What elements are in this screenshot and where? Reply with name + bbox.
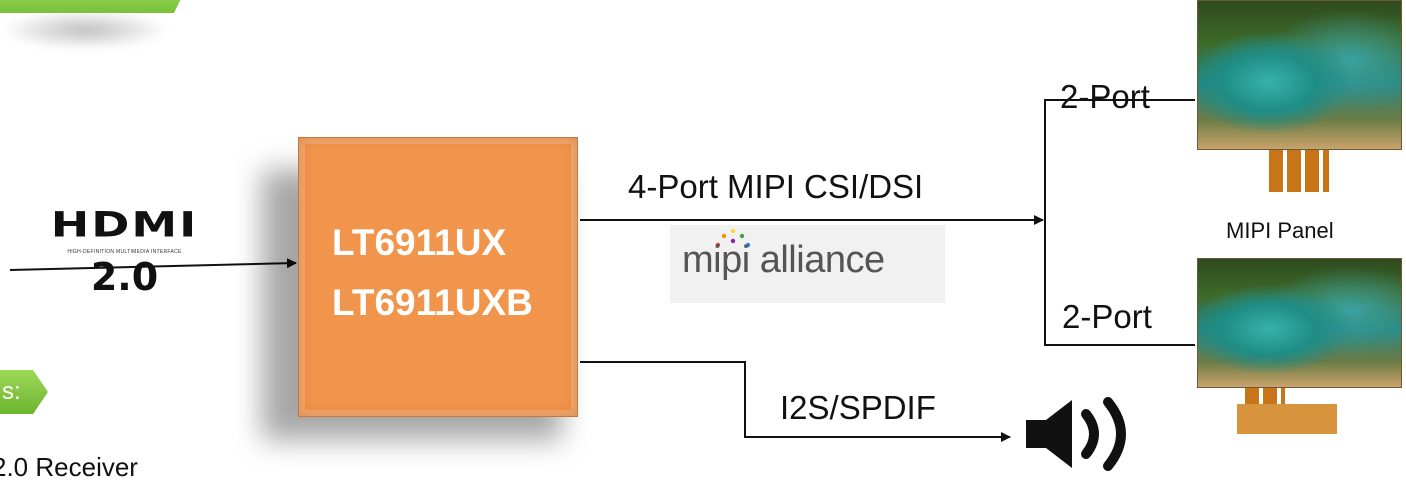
panel-flex-cable xyxy=(1269,150,1329,192)
audio-bus-label: I2S/SPDIF xyxy=(780,389,936,426)
panel-flex-cable xyxy=(1245,388,1285,404)
mipi-panel-top xyxy=(1197,0,1402,200)
audio-output-arrow xyxy=(580,361,1011,442)
panel-screen xyxy=(1197,0,1402,150)
hdmi-logo: HDMI HIGH-DEFINITION MULTIMEDIA INTERFAC… xyxy=(32,205,217,305)
hdmi-logo-word: HDMI xyxy=(50,204,199,245)
mipi-panel-bottom xyxy=(1197,258,1402,474)
hdmi-input-arrow xyxy=(9,258,297,271)
panel-connector-board xyxy=(1237,404,1337,434)
panel-split-lines xyxy=(1044,99,1195,346)
mipi-alliance-logo: mipi alliance xyxy=(670,225,945,303)
panel-caption: MIPI Panel xyxy=(1226,218,1334,243)
top-port-label: 2-Port xyxy=(1060,78,1150,115)
panel-screen xyxy=(1197,258,1402,388)
mipi-dots-icon xyxy=(715,228,751,248)
speaker-icon xyxy=(1026,397,1126,471)
hdmi-version: 2.0 xyxy=(90,255,159,299)
mipi-bus-label: 4-Port MIPI CSI/DSI xyxy=(628,168,924,205)
bottom-port-label: 2-Port xyxy=(1062,298,1152,335)
chip-label-ux: LT6911UX xyxy=(332,222,507,263)
header-tab xyxy=(0,0,190,13)
header-tab-shadow xyxy=(0,10,170,50)
chip-label-uxb: LT6911UXB xyxy=(332,282,533,323)
mipi-logo-text: mipi alliance xyxy=(682,239,885,281)
hdmi-logo-tagline: HIGH-DEFINITION MULTIMEDIA INTERFACE xyxy=(67,249,182,255)
chip-block xyxy=(298,137,578,417)
